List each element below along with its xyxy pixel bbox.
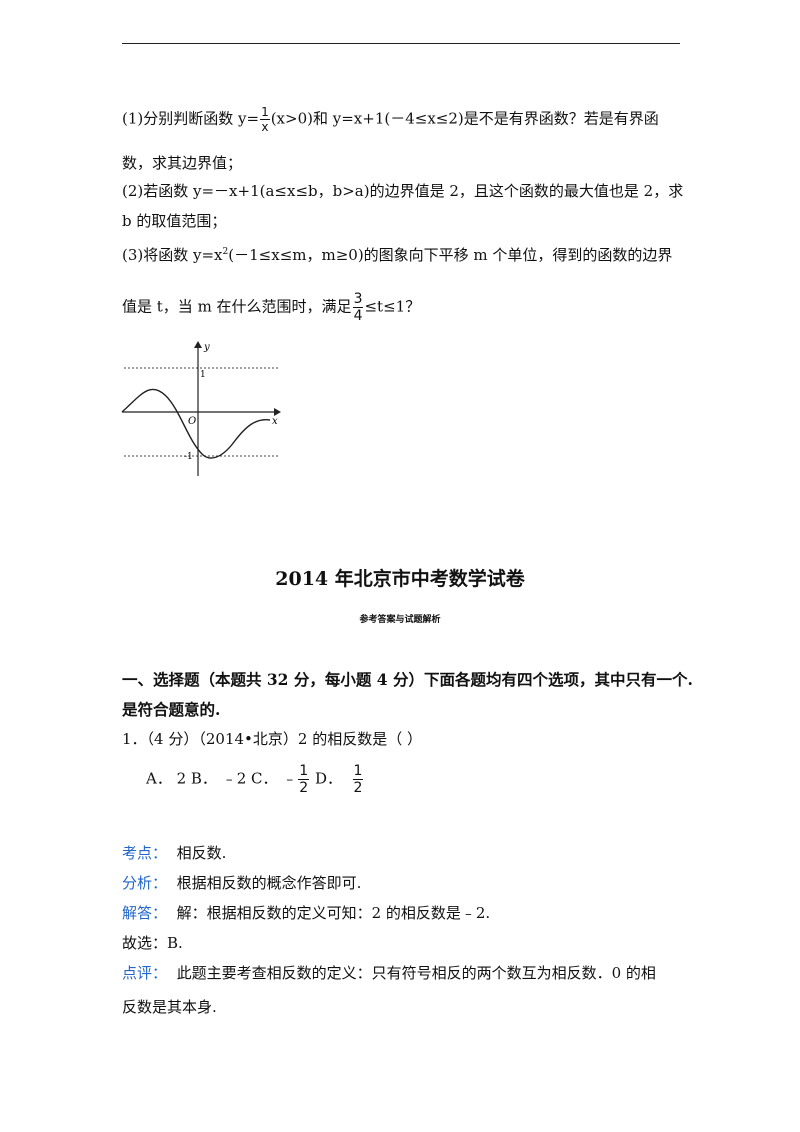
p1-prefix: (1)分别判断函数 y= (122, 109, 260, 128)
kaodian-text: 相反数. (176, 844, 227, 862)
section-heading-line1: 一、选择题（本题共 32 分，每小题 4 分）下面各题均有四个选项，其中只有一个… (122, 670, 693, 689)
fenxi-label: 分析： (122, 874, 168, 892)
dianping-text: 此题主要考查相反数的定义：只有符号相反的两个数互为相反数．0 的相 (176, 964, 656, 982)
y-axis-arrow (194, 341, 202, 348)
jieda-label: 解答： (122, 904, 168, 922)
frac-den: 2 (299, 780, 309, 796)
p3-prefix: (3)将函数 y=x (122, 246, 223, 264)
kaodian-row: 考点： 相反数. (122, 842, 226, 863)
frac-num: 1 (352, 763, 364, 780)
jieda-text: 解：根据相反数的定义可知：2 的相反数是﹣2. (176, 904, 491, 922)
jieda-row: 解答： 解：根据相反数的定义可知：2 的相反数是﹣2. (122, 902, 490, 923)
x-axis-label: x (272, 416, 278, 427)
frac-den: 2 (353, 780, 363, 796)
frac-den: 4 (353, 308, 363, 324)
p3-line2-prefix: 值是 t，当 m 在什么范围时，满足 (122, 297, 352, 316)
label-minus-1: -1 (184, 452, 193, 462)
label-1: 1 (200, 370, 206, 380)
page-subtitle: 参考答案与试题解析 (359, 615, 441, 625)
origin-label: O (188, 416, 196, 427)
page-title: 2014 年北京市中考数学试卷 (275, 568, 525, 590)
problem-part-2-line2: b 的取值范围； (122, 212, 227, 230)
header-rule (122, 43, 680, 44)
x-axis-arrow (274, 408, 281, 416)
guxuan-row: 故选：B. (122, 934, 183, 952)
curve (121, 388, 271, 459)
y-axis-label: y (203, 342, 210, 353)
problem-part-3: (3)将函数 y=x2(－1≤x≤m，m≥0)的图象向下平移 m 个单位，得到的… (122, 244, 672, 265)
p3-exponent: 2 (222, 247, 229, 257)
frac-num: 3 (352, 291, 364, 308)
p1-suffix: (x>0)和 y=x+1(－4≤x≤2)是不是有界函数？若是有界函 (270, 109, 659, 128)
section-heading-line2: 是符合题意的. (122, 700, 221, 719)
frac-num: 1 (260, 105, 270, 120)
frac-den: x (261, 120, 269, 134)
fenxi-row: 分析： 根据相反数的概念作答即可. (122, 872, 361, 893)
frac-num: 1 (298, 763, 310, 780)
options-a-b-c: A． 2 B． ﹣2 C． ﹣ (146, 769, 298, 788)
dianping-label: 点评： (122, 964, 168, 982)
dianping-row-line2: 反数是其本身. (122, 998, 217, 1016)
kaodian-label: 考点： (122, 844, 168, 862)
p3-line2-suffix: ≤t≤1？ (364, 297, 421, 316)
fenxi-text: 根据相反数的概念作答即可. (176, 874, 362, 892)
function-graph-figure: y x O 1 -1 (121, 341, 281, 476)
p3-suffix: (－1≤x≤m，m≥0)的图象向下平移 m 个单位，得到的函数的边界 (228, 246, 673, 264)
question-stem: 1．（4 分）（2014•北京）2 的相反数是（ ） (122, 730, 422, 748)
option-d-label: D． (310, 769, 342, 788)
problem-part-1-line2: 数，求其边界值； (122, 154, 243, 172)
problem-part-2: (2)若函数 y=－x+1(a≤x≤b，b>a)的边界值是 2，且这个函数的最大… (122, 182, 684, 200)
dianping-row: 点评： 此题主要考查相反数的定义：只有符号相反的两个数互为相反数．0 的相 (122, 962, 656, 983)
